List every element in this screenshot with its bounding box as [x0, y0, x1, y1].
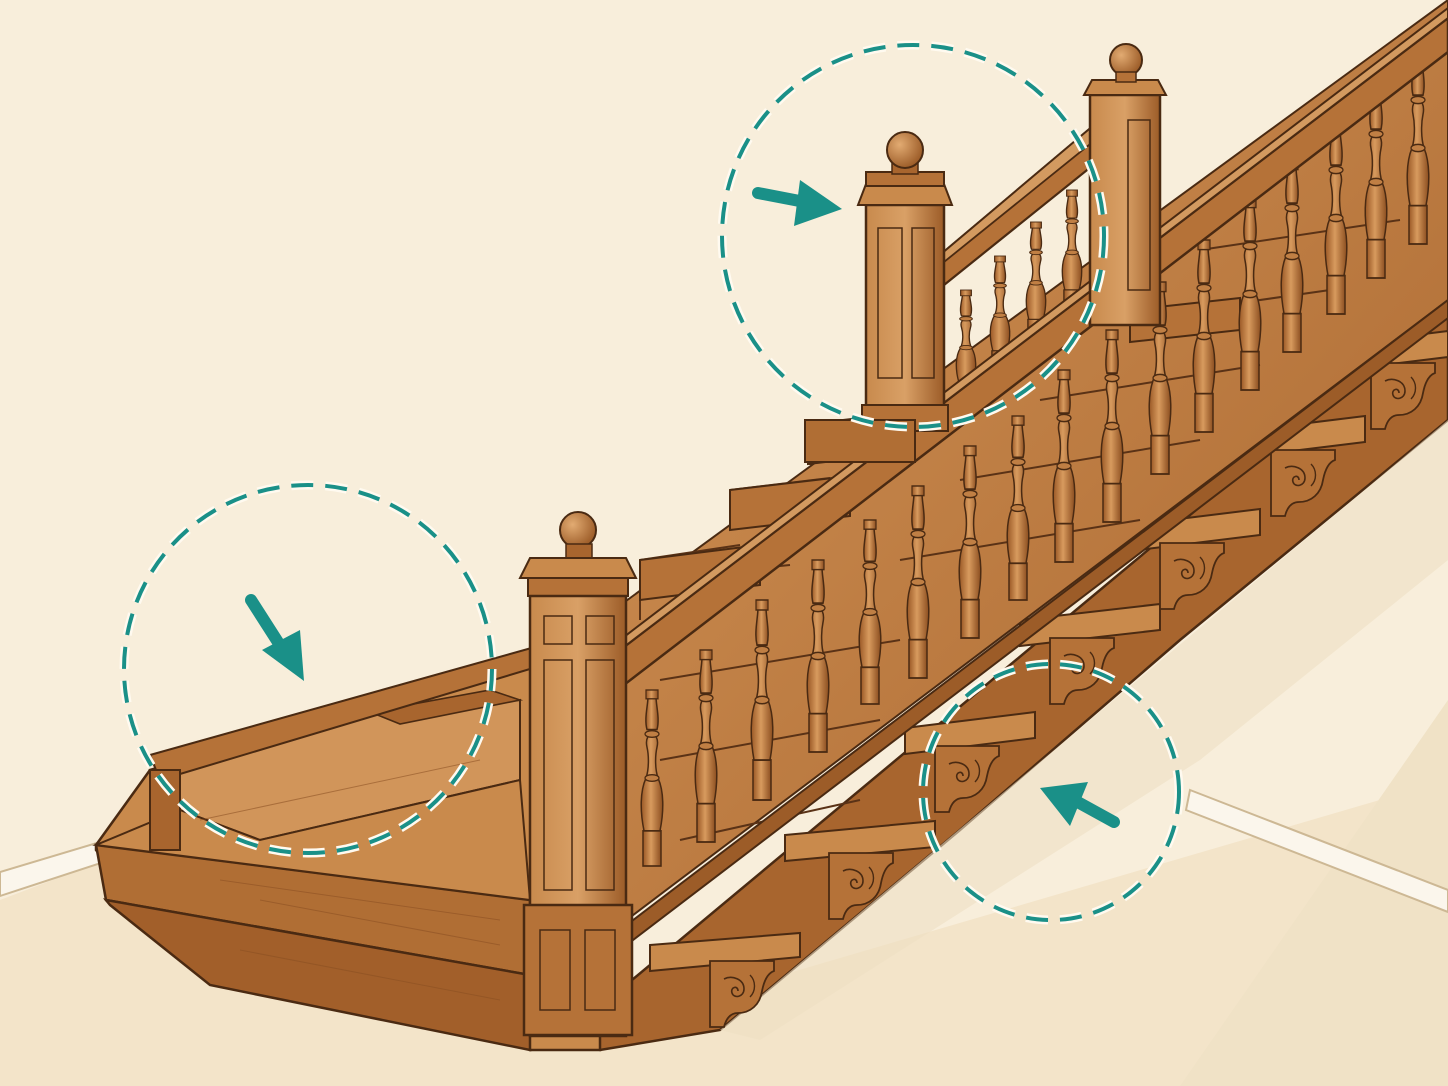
highlight-stringer-brackets [918, 659, 1184, 925]
arrow-right-icon [752, 180, 842, 226]
right-wall-shadow [1180, 700, 1448, 1086]
upper-newel-post [804, 131, 954, 463]
arrow-up-left-icon [1040, 782, 1120, 828]
stringer-treads [649, 329, 1448, 1028]
stringer-underside [720, 420, 1448, 1040]
lower-newel-post [518, 511, 638, 1038]
highlight-newel-post [717, 40, 1109, 432]
highlight-winder-treads [119, 480, 497, 858]
baseboard-right [1184, 788, 1448, 914]
arrow-down-right-icon [245, 594, 304, 681]
